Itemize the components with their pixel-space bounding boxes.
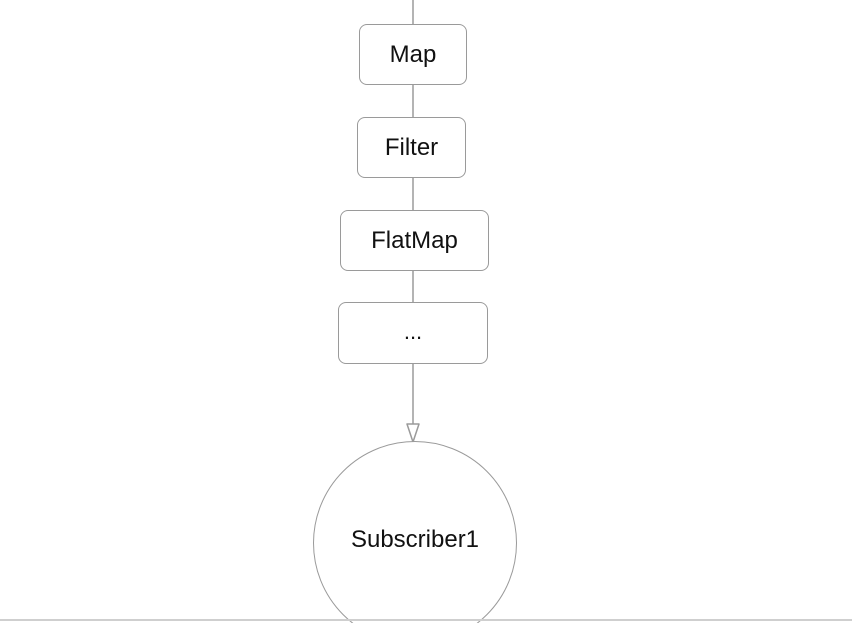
bottom-divider (0, 619, 852, 621)
node-flatmap: FlatMap (340, 210, 489, 271)
node-filter: Filter (357, 117, 466, 178)
arrowhead (406, 423, 420, 443)
node-ellipsis-label: ... (403, 319, 423, 344)
node-flatmap-label: FlatMap (371, 226, 458, 254)
subscriber-node: Subscriber1 (313, 441, 517, 623)
node-ellipsis: ... (338, 302, 488, 364)
node-filter-label: Filter (384, 133, 439, 161)
node-map-label: Map (389, 40, 437, 68)
subscriber-label: Subscriber1 (350, 526, 480, 553)
node-map: Map (359, 24, 467, 85)
